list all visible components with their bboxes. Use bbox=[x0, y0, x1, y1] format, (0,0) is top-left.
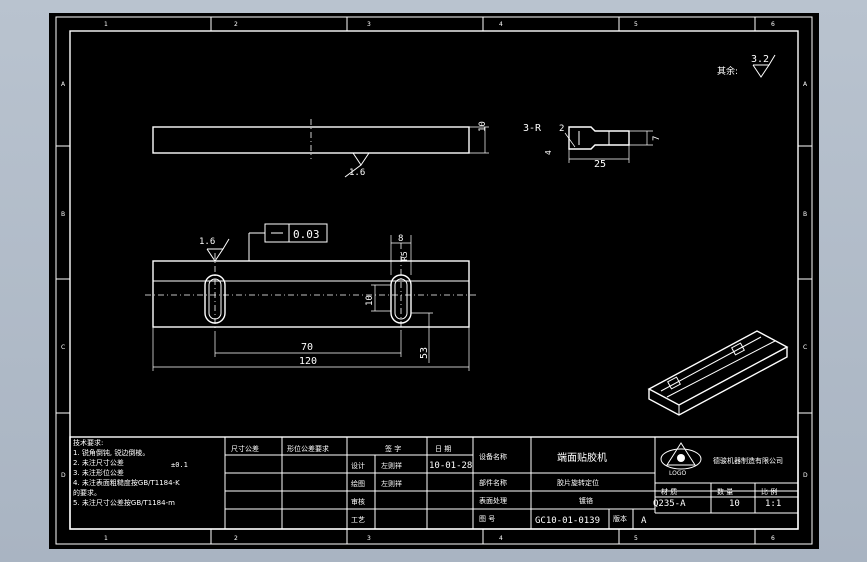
label-material: 材 质 bbox=[661, 487, 677, 496]
front-view: 0.03 1.6 8 R5 10 70 120 53 bbox=[145, 223, 477, 371]
label-quantity: 数 量 bbox=[717, 487, 733, 496]
dim-slot-spacing: 70 bbox=[301, 342, 313, 353]
zone-row-b-right: B bbox=[803, 211, 807, 218]
zone-row-c-right: C bbox=[803, 344, 807, 351]
dim-side-depth: 4 bbox=[544, 150, 553, 155]
tech-title: 技术要求: bbox=[73, 438, 103, 447]
zone-col-3: 3 bbox=[367, 21, 371, 28]
zone-row-d-right: D bbox=[803, 472, 808, 479]
flatness-tolerance-frame: 0.03 bbox=[248, 223, 328, 261]
drawing-sheet: 1 2 3 4 5 6 1 2 3 4 5 6 A B C D A B C D … bbox=[49, 13, 819, 549]
logo-text: LOGO bbox=[669, 470, 687, 477]
note-chamfer: 2 bbox=[559, 124, 564, 134]
dim-thickness: 10 bbox=[478, 121, 488, 132]
outer-border bbox=[55, 16, 813, 545]
zone-col-4-bottom: 4 bbox=[499, 535, 503, 542]
side-view: 3-R 2 4 25 7 bbox=[523, 123, 662, 170]
zone-row-b: B bbox=[61, 211, 65, 218]
surface-finish-note: 其余: 3.2 bbox=[717, 54, 776, 78]
revision: A bbox=[641, 516, 647, 526]
tech-line-5: 的要求。 bbox=[73, 488, 101, 497]
label-equip-name: 设备名称 bbox=[479, 452, 507, 461]
hdr-date: 日 期 bbox=[435, 445, 451, 453]
inner-border bbox=[69, 30, 799, 530]
dim-slot-width: 8 bbox=[398, 234, 403, 244]
dim-total-length: 120 bbox=[299, 356, 317, 367]
dim-slot-height: 10 bbox=[365, 295, 375, 306]
label-scale: 比 例 bbox=[761, 487, 777, 496]
tech-line-6: 5. 未注尺寸公差按GB/T1184-m bbox=[73, 498, 175, 507]
surface-finish-top: 1.6 bbox=[349, 168, 365, 178]
zone-row-d: D bbox=[61, 472, 66, 479]
company-logo: LOGO bbox=[660, 442, 702, 477]
dim-side-length: 25 bbox=[594, 159, 606, 170]
tech-line-1: 1. 锐角倒钝, 锐边倒棱。 bbox=[73, 448, 149, 457]
label-process: 工艺 bbox=[351, 516, 365, 524]
title-block bbox=[69, 436, 799, 530]
dim-slot-radius: R5 bbox=[400, 251, 409, 261]
cad-drawing: 1 2 3 4 5 6 1 2 3 4 5 6 A B C D A B C D … bbox=[55, 16, 813, 545]
material: Q235-A bbox=[653, 499, 686, 509]
drawing-number: GC10-01-0139 bbox=[535, 516, 600, 526]
label-surface: 表面处理 bbox=[479, 496, 507, 505]
zone-col-6-bottom: 6 bbox=[771, 535, 775, 542]
company-name: 德骏机器制造有限公司 bbox=[713, 456, 783, 465]
tech-tolerance: ±0.1 bbox=[171, 461, 188, 469]
surface-treatment: 镀铬 bbox=[579, 496, 593, 505]
tech-line-2: 2. 未注尺寸公差 bbox=[73, 458, 124, 467]
drawing-name: 左则祥 bbox=[381, 479, 402, 488]
zone-col-2: 2 bbox=[234, 21, 238, 28]
label-revision: 版本 bbox=[613, 514, 627, 523]
label-drawing-no: 图 号 bbox=[479, 515, 495, 523]
surface-finish-label: 其余: bbox=[717, 65, 738, 77]
hdr-geo-tolerance: 形位公差要求 bbox=[287, 444, 329, 453]
surface-finish-value: 3.2 bbox=[751, 54, 769, 65]
label-component: 部件名称 bbox=[479, 478, 507, 487]
dim-side-height: 7 bbox=[652, 136, 662, 141]
hdr-size-tolerance: 尺寸公差 bbox=[231, 444, 259, 453]
label-review: 审核 bbox=[351, 497, 365, 506]
zone-row-a-right: A bbox=[803, 81, 808, 88]
tech-line-3: 3. 未注形位公差 bbox=[73, 468, 124, 477]
zone-col-4: 4 bbox=[499, 21, 503, 28]
design-name: 左则祥 bbox=[381, 461, 402, 470]
note-radius: 3-R bbox=[523, 123, 542, 134]
component-name: 胶片旋转定位 bbox=[557, 478, 599, 487]
isometric-view bbox=[647, 330, 789, 416]
zone-col-1-bottom: 1 bbox=[104, 535, 108, 542]
label-drawing: 绘图 bbox=[351, 479, 365, 488]
zone-row-c: C bbox=[61, 344, 65, 351]
equip-name: 端面贴胶机 bbox=[557, 451, 607, 464]
flatness-value: 0.03 bbox=[293, 228, 320, 241]
label-design: 设计 bbox=[351, 461, 365, 470]
zone-col-1: 1 bbox=[104, 21, 108, 28]
hdr-signature: 签 字 bbox=[385, 444, 401, 453]
quantity: 10 bbox=[729, 499, 740, 509]
zone-row-a: A bbox=[61, 81, 66, 88]
zone-col-2-bottom: 2 bbox=[234, 535, 238, 542]
zone-col-5: 5 bbox=[634, 21, 638, 28]
zone-col-6: 6 bbox=[771, 21, 775, 28]
scale: 1:1 bbox=[765, 499, 781, 509]
zone-col-5-bottom: 5 bbox=[634, 535, 638, 542]
dim-edge-offset: 53 bbox=[419, 347, 430, 359]
zone-ticks bbox=[56, 17, 812, 544]
surface-finish-front: 1.6 bbox=[199, 237, 215, 247]
design-date: 10-01-28 bbox=[429, 461, 472, 471]
tech-requirements: 技术要求: 1. 锐角倒钝, 锐边倒棱。 2. 未注尺寸公差 3. 未注形位公差… bbox=[73, 438, 188, 507]
tech-line-4: 4. 未注表面粗糙度按GB/T1184-K bbox=[73, 478, 180, 487]
zone-col-3-bottom: 3 bbox=[367, 535, 371, 542]
top-view: 10 1.6 bbox=[152, 119, 489, 178]
